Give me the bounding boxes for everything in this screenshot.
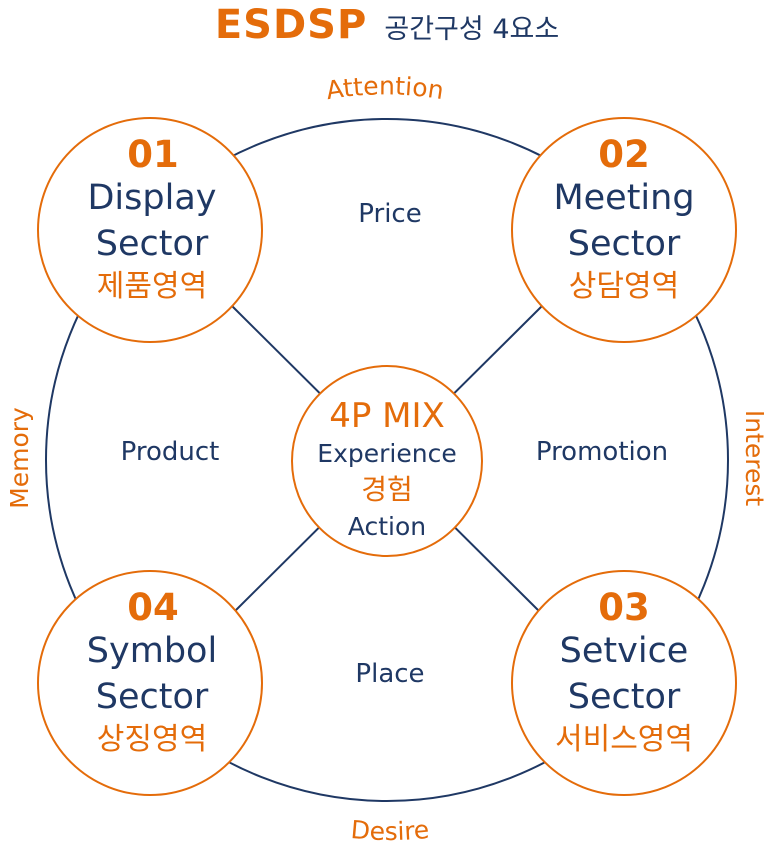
sector-symbol-line1: Symbol	[87, 631, 217, 671]
sector-symbol-line2: Sector	[96, 677, 209, 717]
sector-symbol-circle	[37, 570, 263, 796]
sector-symbol-korean: 상징영역	[97, 722, 207, 757]
sector-display-number: 01	[127, 133, 179, 176]
title-main: ESDSP	[214, 2, 368, 48]
sector-service-circle	[511, 570, 737, 796]
sector-display-line1: Display	[87, 178, 216, 218]
sector-meeting-line2: Sector	[568, 224, 681, 264]
sector-display-circle	[37, 117, 263, 343]
sector-service-line2: Sector	[568, 677, 681, 717]
center-line2: 경험	[361, 473, 413, 506]
sector-symbol-number: 04	[127, 586, 179, 629]
orbit-label-top: Attention	[324, 71, 446, 105]
center-circle	[291, 365, 483, 557]
quadrant-label-top: Price	[358, 199, 421, 229]
orbit-circle	[45, 118, 729, 802]
center-line1: Experience	[317, 439, 456, 468]
sector-display-line2: Sector	[96, 224, 209, 264]
orbit-label-left: Memory	[5, 407, 34, 509]
center-title: 4P MIX	[329, 396, 445, 436]
quadrant-label-bottom: Place	[355, 659, 424, 689]
sector-service: 03 Setvice Sector 서비스영역	[511, 570, 737, 796]
sector-service-line1: Setvice	[560, 631, 689, 671]
sector-service-korean: 서비스영역	[555, 722, 693, 757]
sector-meeting-circle	[511, 117, 737, 343]
orbit-label-right: Interest	[740, 410, 769, 507]
sector-meeting-korean: 상담영역	[569, 269, 679, 304]
page-title: ESDSP 공간구성 4요소	[0, 0, 774, 50]
quadrant-label-left: Product	[121, 437, 220, 467]
center-line3: Action	[348, 512, 426, 541]
sector-symbol: 04 Symbol Sector 상징영역	[37, 570, 263, 796]
sector-service-number: 03	[598, 586, 650, 629]
sector-meeting-line1: Meeting	[553, 178, 694, 218]
sector-meeting-number: 02	[598, 133, 650, 176]
sector-display-korean: 제품영역	[97, 269, 207, 304]
sector-display: 01 Display Sector 제품영역	[37, 117, 263, 343]
quadrant-label-right: Promotion	[536, 437, 668, 467]
title-sub: 공간구성 4요소	[384, 14, 560, 45]
sector-meeting: 02 Meeting Sector 상담영역	[511, 117, 737, 343]
orbit-label-bottom: Desire	[350, 815, 431, 844]
